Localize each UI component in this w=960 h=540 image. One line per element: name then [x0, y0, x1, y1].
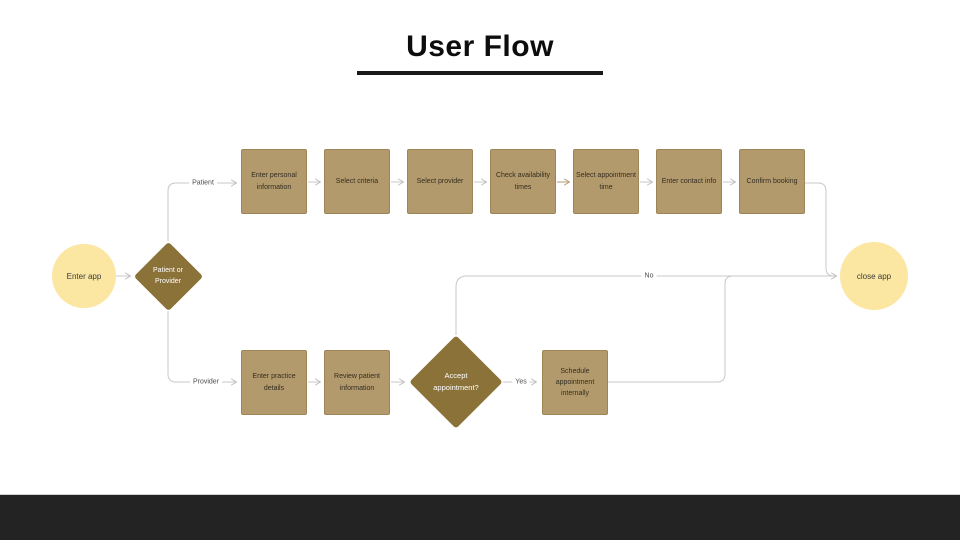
title-underline: [357, 71, 603, 75]
node-enter-app-label: Enter app: [66, 271, 102, 281]
node-step-check-availability-times: Check availability times: [490, 149, 556, 214]
node-step-select-criteria: Select criteria: [324, 149, 390, 214]
node-enter-app: Enter app: [52, 244, 116, 308]
edge-label-yes: Yes: [512, 378, 530, 386]
step-label: Select criteria: [335, 177, 379, 185]
node-step-select-appointment-time: Select appointment time: [573, 149, 639, 214]
node-step-select-provider: Select provider: [407, 149, 473, 214]
page-title: User Flow: [406, 30, 554, 63]
node-step-schedule-appointment-internally: Schedule appointment internally: [542, 350, 608, 415]
node-step-enter-personal-information: Enter personal information: [241, 149, 307, 214]
step-label: Select appointment time: [576, 172, 636, 191]
node-step-enter-practice-details: Enter practice details: [241, 350, 307, 415]
edge-role-to-provider-branch: [167, 311, 237, 386]
edge-schedule-to-close-merge: [608, 275, 734, 383]
step-label: Confirm booking: [746, 177, 798, 185]
step-label: Enter personal information: [251, 172, 297, 191]
step-label: Review patient information: [334, 373, 380, 392]
node-close-app-label: close app: [856, 271, 892, 281]
edge-accept-no-to-close: [455, 272, 837, 335]
edge-label-patient: Patient: [189, 179, 217, 187]
step-label: Schedule appointment internally: [555, 367, 595, 398]
footer-bar: [0, 494, 960, 540]
edge-confirm-to-close: [805, 182, 836, 277]
node-role-decision: Patient or Provider: [133, 241, 203, 311]
edge-label-provider: Provider: [189, 378, 223, 386]
node-step-confirm-booking: Confirm booking: [739, 149, 805, 214]
edge-role-to-patient-branch: [167, 179, 237, 241]
edge-label-no: No: [641, 272, 657, 280]
node-role-decision-label: Patient or Provider: [153, 266, 183, 285]
step-label: Enter practice details: [252, 373, 296, 392]
step-label: Check availability times: [495, 172, 551, 191]
step-label: Enter contact info: [661, 177, 717, 185]
node-step-review-patient-information: Review patient information: [324, 350, 390, 415]
node-accept-decision: Accept appointment?: [409, 335, 503, 429]
node-accept-decision-label: Accept appointment?: [433, 371, 479, 392]
node-step-enter-contact-info: Enter contact info: [656, 149, 722, 214]
node-close-app: close app: [840, 242, 908, 310]
step-label: Select provider: [416, 177, 464, 185]
